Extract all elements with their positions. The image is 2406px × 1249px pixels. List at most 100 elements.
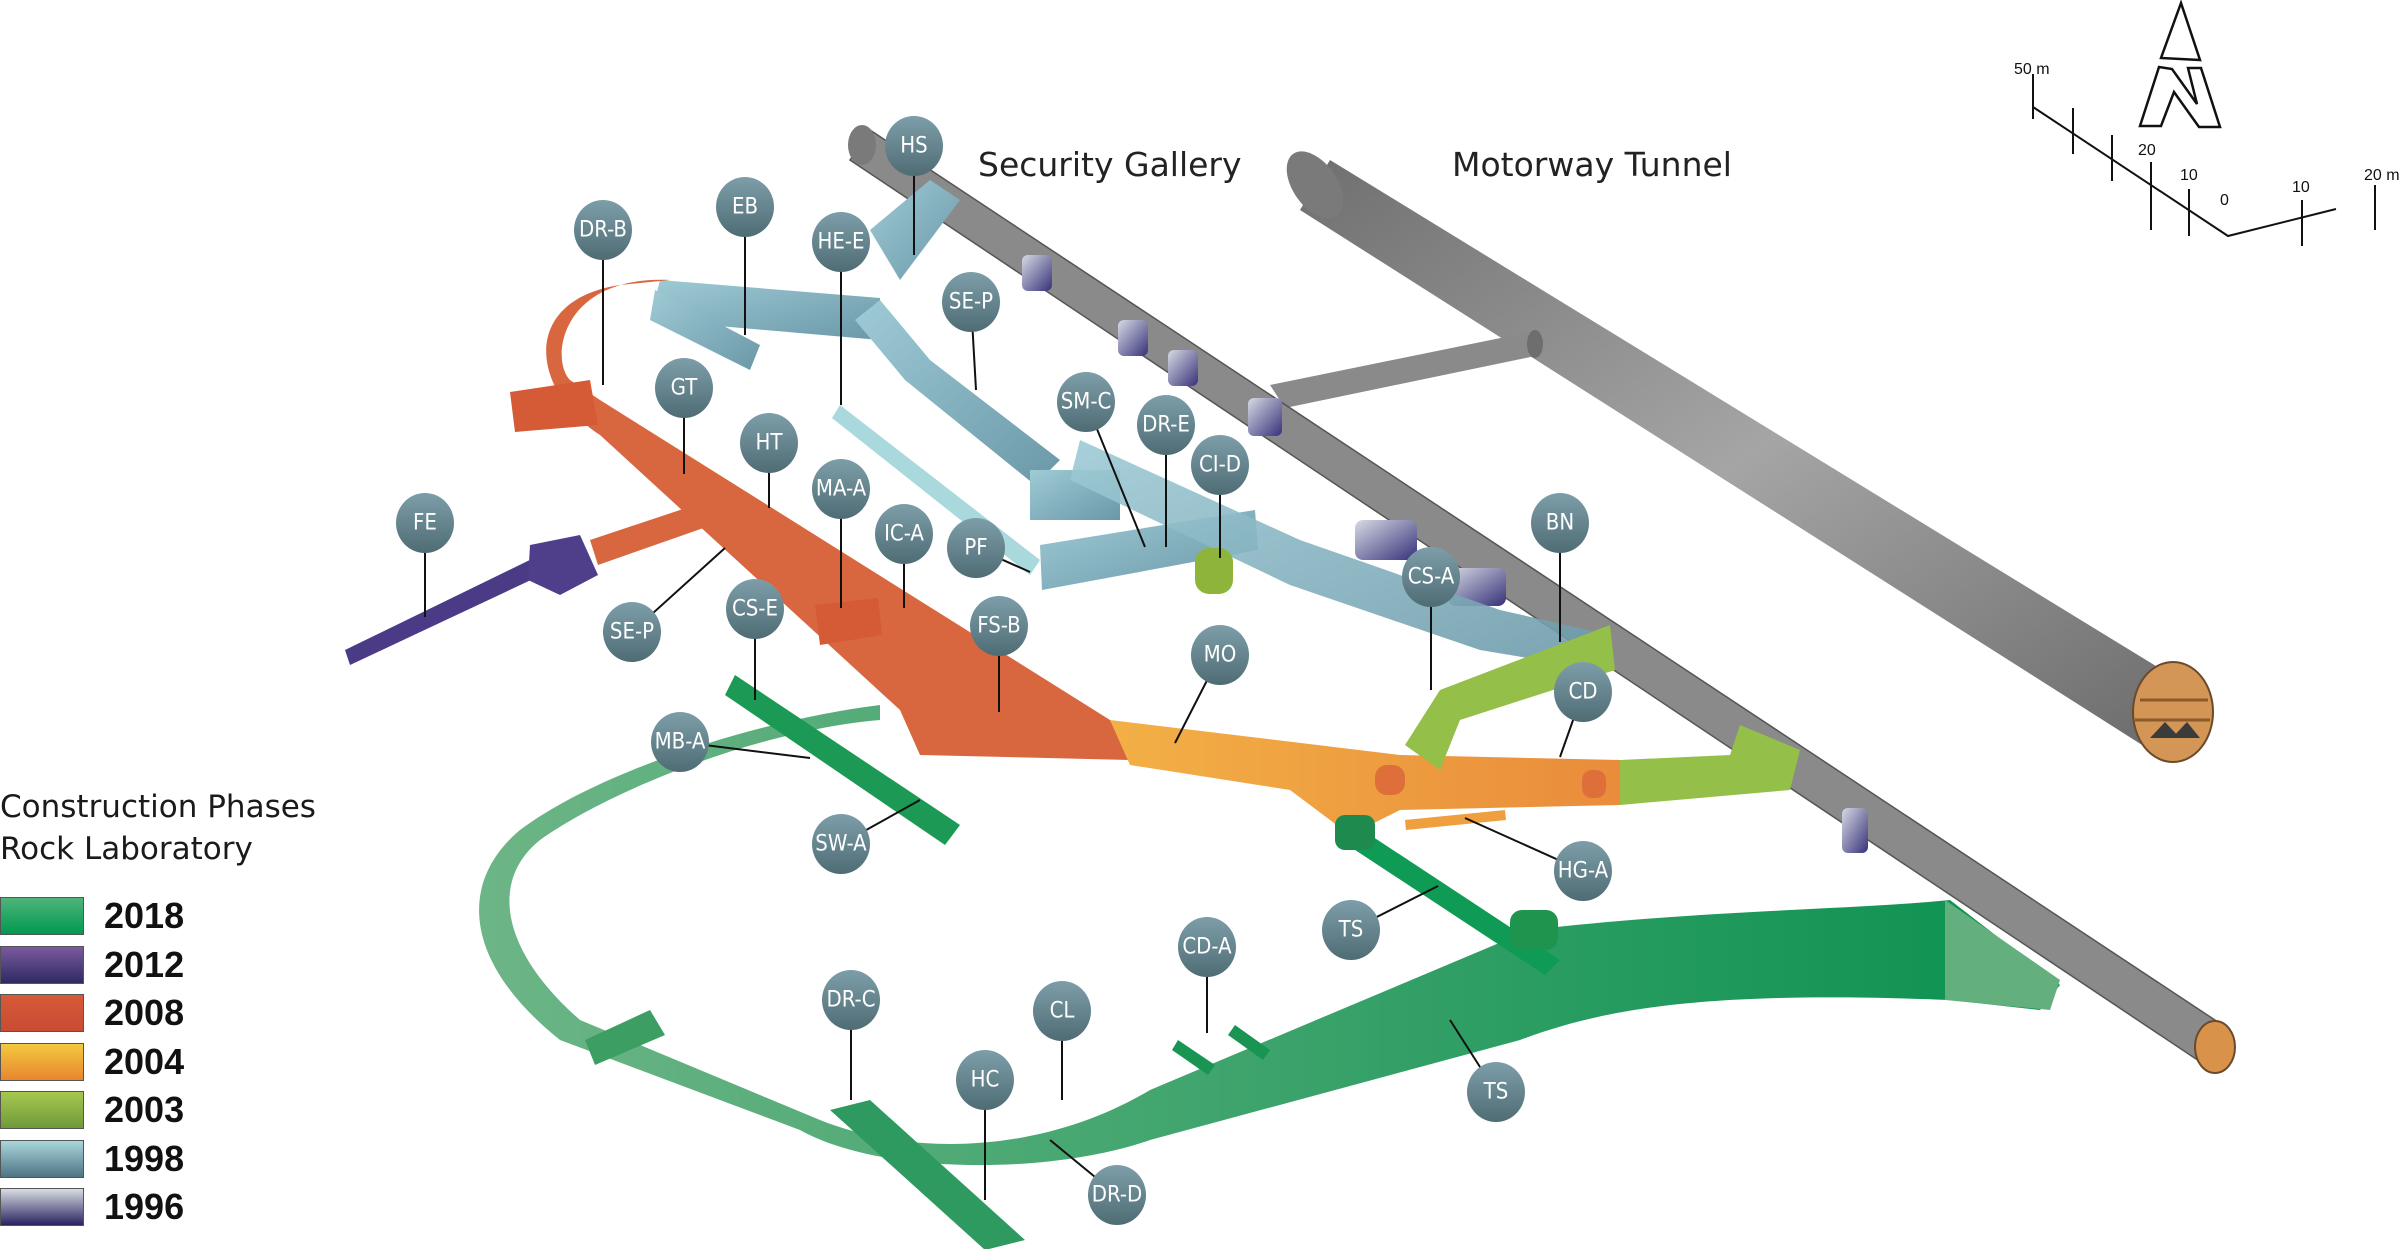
callout-he-e: HE-E bbox=[812, 212, 870, 405]
callout-ht: HT bbox=[740, 413, 798, 508]
label-text: HG-A bbox=[1558, 859, 1609, 884]
tunnels-2008 bbox=[510, 279, 1130, 760]
legend-year: 1998 bbox=[104, 1137, 185, 1179]
label-bubble bbox=[574, 200, 632, 260]
label-bubble bbox=[1402, 547, 1460, 607]
tunnels-2003 bbox=[1195, 548, 1800, 805]
label-text: SW-A bbox=[815, 832, 867, 857]
motorway-tunnel-title: Motorway Tunnel bbox=[1452, 145, 1732, 184]
label-bubble bbox=[726, 579, 784, 639]
label-bubble bbox=[885, 116, 943, 176]
legend-title-line1: Construction Phases bbox=[0, 789, 316, 825]
label-text: DR-C bbox=[826, 988, 875, 1013]
label-bubble bbox=[1191, 625, 1249, 685]
label-bubble bbox=[875, 504, 933, 564]
callout-hs: HS bbox=[885, 116, 943, 255]
north-arrow-icon bbox=[2138, 0, 2222, 129]
label-bubble bbox=[1057, 372, 1115, 432]
label-text: DR-D bbox=[1092, 1183, 1143, 1208]
callout-mb-a: MB-A bbox=[651, 712, 811, 772]
label-text: CL bbox=[1050, 999, 1075, 1024]
legend-swatch bbox=[0, 1188, 84, 1227]
label-bubble bbox=[812, 212, 870, 272]
legend-swatch bbox=[0, 1042, 84, 1081]
label-text: MB-A bbox=[655, 730, 706, 755]
legend-year: 2012 bbox=[104, 943, 185, 985]
callout-hg-a: HG-A bbox=[1464, 817, 1612, 901]
callout-bn: BN bbox=[1531, 493, 1589, 642]
legend-swatch bbox=[0, 945, 84, 984]
label-text: MO bbox=[1204, 643, 1237, 668]
tunnels-2018 bbox=[479, 675, 2060, 1249]
label-text: CD-A bbox=[1182, 935, 1232, 960]
scale-bar bbox=[2032, 74, 2376, 246]
tunnels-1998 bbox=[650, 180, 1610, 670]
label-text: HT bbox=[756, 431, 784, 456]
legend-item-2018: 2018 bbox=[0, 892, 316, 941]
tunnel-2012 bbox=[345, 535, 598, 665]
niches-1996 bbox=[1022, 255, 1868, 853]
label-text: EB bbox=[732, 195, 758, 220]
label-bubble bbox=[812, 814, 870, 874]
label-bubble bbox=[1088, 1165, 1146, 1225]
label-bubble bbox=[970, 596, 1028, 656]
callout-fe: FE bbox=[396, 493, 454, 617]
label-text: SE-P bbox=[610, 620, 654, 645]
legend-year: 2003 bbox=[104, 1089, 185, 1131]
legend-year: 2008 bbox=[104, 992, 185, 1034]
legend-item-2004: 2004 bbox=[0, 1038, 316, 1087]
security-gallery-title: Security Gallery bbox=[978, 145, 1242, 184]
callout-ts-upper: TS bbox=[1322, 885, 1439, 960]
legend-item-1998: 1998 bbox=[0, 1135, 316, 1184]
legend-year: 2004 bbox=[104, 1040, 185, 1082]
callout-ic-a: IC-A bbox=[875, 504, 933, 608]
legend-swatch bbox=[0, 897, 84, 936]
legend-year: 2018 bbox=[104, 895, 185, 937]
label-text: MA-A bbox=[816, 477, 867, 502]
label-bubble bbox=[716, 177, 774, 237]
callout-cd: CD bbox=[1554, 662, 1612, 758]
legend-item-2003: 2003 bbox=[0, 1086, 316, 1135]
scale-label-right-20m: 20 m bbox=[2364, 167, 2400, 184]
label-text: TS bbox=[1338, 918, 1364, 943]
label-bubble bbox=[1178, 917, 1236, 977]
callout-dr-c: DR-C bbox=[822, 970, 880, 1100]
label-bubble bbox=[603, 602, 661, 662]
label-bubble bbox=[1322, 900, 1380, 960]
label-bubble bbox=[1554, 662, 1612, 722]
callout-cs-e: CS-E bbox=[726, 579, 784, 700]
label-text: SM-C bbox=[1061, 390, 1112, 415]
label-bubble bbox=[822, 970, 880, 1030]
callout-ts-lower: TS bbox=[1449, 1019, 1525, 1122]
label-bubble bbox=[1467, 1062, 1525, 1122]
label-text: FE bbox=[413, 511, 437, 536]
callout-eb: EB bbox=[716, 177, 774, 335]
label-text: FS-B bbox=[977, 614, 1021, 639]
legend-item-1996: 1996 bbox=[0, 1183, 316, 1232]
scale-label-10: 10 bbox=[2180, 167, 2198, 184]
label-bubble bbox=[1137, 395, 1195, 455]
label-text: TS bbox=[1483, 1080, 1509, 1105]
scale-label-20: 20 bbox=[2138, 142, 2156, 159]
label-text: DR-B bbox=[579, 218, 627, 243]
callout-ci-d: CI-D bbox=[1191, 435, 1249, 558]
legend: Construction Phases Rock Laboratory 2018… bbox=[0, 786, 316, 1232]
legend-item-2012: 2012 bbox=[0, 941, 316, 990]
label-bubble bbox=[1191, 435, 1249, 495]
callout-se-p-lower: SE-P bbox=[603, 547, 726, 662]
label-text: BN bbox=[1546, 511, 1574, 536]
callout-fs-b: FS-B bbox=[970, 596, 1028, 712]
label-bubble bbox=[1554, 841, 1612, 901]
callout-cs-a: CS-A bbox=[1402, 547, 1460, 690]
legend-swatch bbox=[0, 1139, 84, 1178]
callout-cl: CL bbox=[1033, 981, 1091, 1100]
callout-ma-a: MA-A bbox=[812, 459, 870, 608]
label-bubble bbox=[812, 459, 870, 519]
callout-gt: GT bbox=[655, 358, 713, 474]
label-bubble bbox=[651, 712, 709, 772]
label-text: SE-P bbox=[949, 290, 993, 315]
legend-swatch bbox=[0, 1091, 84, 1130]
tunnels-2004 bbox=[1110, 720, 1620, 835]
label-text: CD bbox=[1568, 680, 1597, 705]
